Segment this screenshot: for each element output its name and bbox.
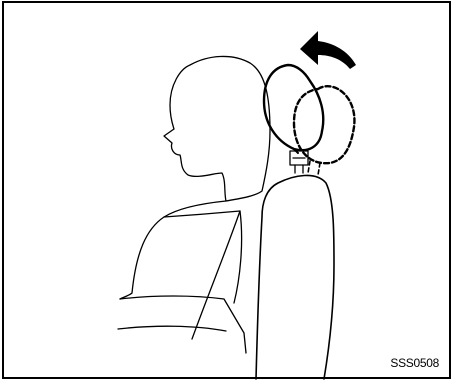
occupant-arm-lower-outline	[117, 325, 227, 332]
head-restraint-before	[292, 85, 356, 165]
occupant-arm-outline	[119, 295, 247, 354]
seatback-outline	[255, 174, 335, 380]
head-restraint-after	[262, 63, 325, 152]
seat-belt-outline	[163, 210, 241, 340]
occupant-head-outline	[163, 55, 271, 202]
figure-code-label: SSS0508	[390, 356, 439, 370]
curved-arrow-icon	[300, 31, 356, 69]
figure-frame: SSS0508	[2, 1, 451, 380]
head-restraint-after-stem	[293, 148, 299, 154]
head-restraint-before-stays	[307, 160, 321, 176]
illustration	[117, 31, 356, 380]
occupant-torso-outline	[119, 200, 227, 300]
seat-belt-inner-line	[233, 210, 243, 304]
